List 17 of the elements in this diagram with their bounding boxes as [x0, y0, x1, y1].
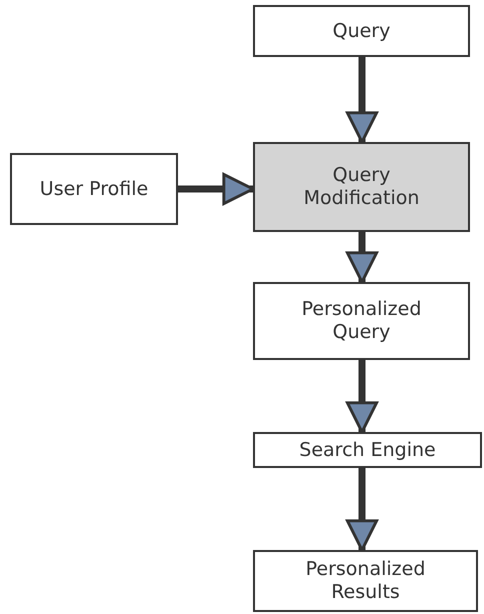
arrow: [346, 232, 378, 284]
arrow: [346, 57, 378, 144]
arrow: [178, 172, 254, 206]
box-label: Query Modification: [302, 164, 420, 210]
box-label: Personalized Results: [304, 558, 426, 604]
box-label: User Profile: [40, 178, 148, 200]
process-box: [10, 153, 178, 225]
box-label: Personalized Query: [300, 298, 422, 344]
box-label: Query: [332, 20, 390, 42]
process-box: [253, 142, 470, 232]
box-label: Search Engine: [299, 438, 436, 462]
arrow: [346, 360, 378, 434]
arrow: [346, 468, 378, 552]
process-box: [253, 5, 470, 57]
process-box: [253, 432, 482, 468]
process-box: [253, 282, 470, 360]
process-box: [253, 550, 478, 612]
